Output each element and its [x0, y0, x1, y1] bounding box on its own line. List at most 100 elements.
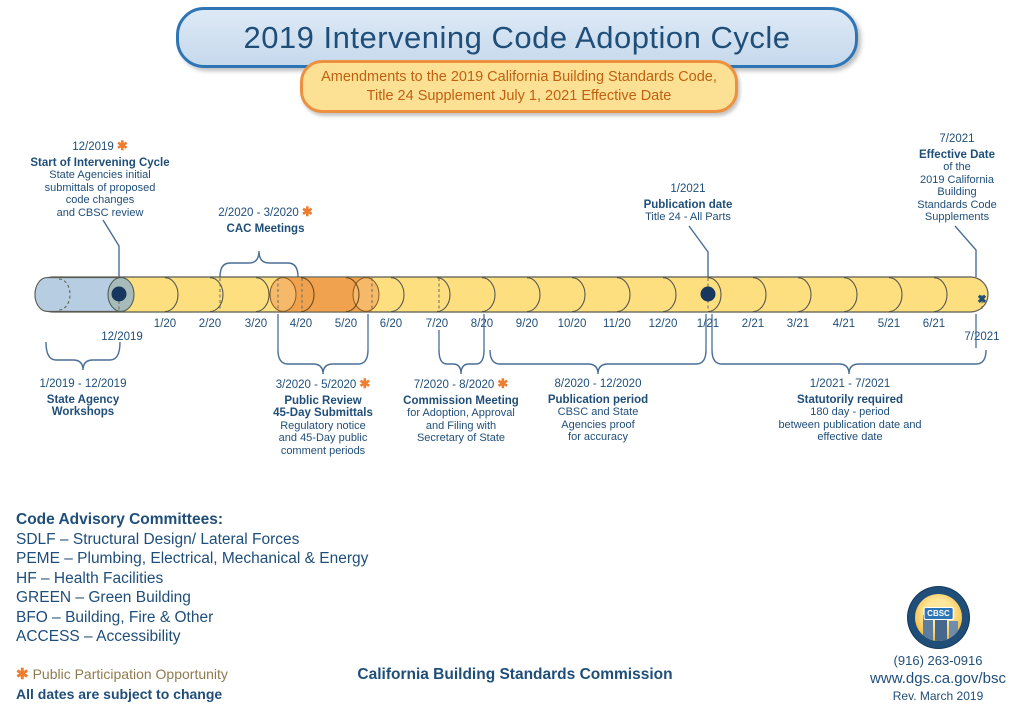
committee-item-green: GREEN – Green Building	[16, 589, 191, 606]
date-text: 1/2021 - 7/2021	[809, 378, 891, 390]
milestone-dot-start	[111, 286, 127, 302]
leader-lines	[102, 219, 977, 289]
brace-public-review	[277, 349, 369, 375]
annotation-commission-meeting: 7/2020 - 8/2020✱ Commission Meeting for …	[385, 377, 537, 445]
month-label: 8/20	[471, 318, 493, 330]
contact-block: (916) 263-0916 www.dgs.ca.gov/bsc Rev. M…	[858, 653, 1016, 703]
month-boundary-arcs	[164, 277, 948, 313]
annotation-body: State Agencies initial submittals of pro…	[44, 169, 156, 219]
annotation-title: Statutorily required	[796, 393, 904, 406]
tube-orange-phase	[269, 277, 380, 313]
leader-start-of-cycle	[102, 219, 120, 289]
committee-item-peme: PEME – Plumbing, Electrical, Mechanical …	[16, 550, 369, 567]
page-title: 2019 Intervening Code Adoption Cycle	[176, 7, 858, 68]
milestone-dot-publication	[700, 286, 716, 302]
annotation-effective-date: 7/2021 Effective Date of the 2019 Califo…	[887, 133, 1016, 224]
month-label: 7/2021	[964, 331, 999, 343]
annotation-body: for Adoption, Approval and Filing with S…	[407, 407, 515, 444]
brace-publication-period	[489, 349, 707, 375]
annotation-title: Start of Intervening Cycle	[30, 156, 170, 169]
month-label: 3/20	[245, 318, 267, 330]
month-label: 5/21	[878, 318, 900, 330]
annotation-statutory-period: 1/2021 - 7/2021 Statutorily required 180…	[756, 378, 944, 444]
annotation-state-agency-workshops: 1/2019 - 12/2019 State Agency Workshops	[12, 378, 154, 419]
leader-publication-date	[688, 225, 709, 277]
brace-cac-meetings	[219, 250, 299, 278]
annotation-title: Publication date	[643, 198, 733, 211]
month-label: 7/20	[426, 318, 448, 330]
annotation-body: 180 day - period between publication dat…	[778, 406, 922, 443]
month-label: 11/20	[603, 318, 631, 330]
annotation-date: 7/2021	[887, 133, 1016, 146]
participation-legend: ✱Public Participation Opportunity	[16, 665, 228, 683]
annotation-publication-period: 8/2020 - 12/2020 Publication period CBSC…	[527, 378, 669, 444]
annotation-date: 1/2021 - 7/2021	[756, 378, 944, 391]
annotation-date: 12/2019✱	[20, 138, 180, 154]
date-text: 2/2020 - 3/2020	[218, 207, 299, 219]
end-x-marker: ✖	[977, 294, 987, 306]
cbsc-logo-acronym: CBSC	[923, 607, 954, 620]
committees-heading: Code Advisory Committees:	[16, 511, 223, 528]
leader-effective-date	[954, 225, 977, 277]
annotation-title: Effective Date	[918, 148, 996, 161]
month-label: 12/20	[649, 318, 678, 330]
month-label: 2/20	[199, 318, 221, 330]
committee-item-bfo: BFO – Building, Fire & Other	[16, 608, 214, 626]
month-label: 6/21	[923, 318, 945, 330]
month-label: 6/20	[380, 318, 402, 330]
month-label: 10/20	[558, 318, 587, 330]
participation-text: Public Participation Opportunity	[32, 666, 228, 682]
annotation-public-review: 3/2020 - 5/2020✱ Public Review 45-Day Su…	[253, 376, 393, 457]
brace-risers	[277, 314, 977, 350]
month-label: 12/2019	[101, 331, 143, 343]
organization-name: California Building Standards Commission	[357, 666, 673, 683]
annotation-title: Public Review 45-Day Submittals	[273, 394, 373, 420]
annotation-date: 2/2020 - 3/2020✱	[193, 204, 338, 220]
phone-number: (916) 263-0916	[893, 653, 983, 668]
committee-item-hf: HF – Health Facilities	[16, 569, 164, 587]
annotation-date: 7/2020 - 8/2020✱	[385, 377, 537, 392]
date-text: 12/2019	[72, 141, 114, 153]
date-text: 8/2020 - 12/2020	[554, 378, 642, 390]
month-label: 2/21	[742, 318, 764, 330]
month-label: 1/20	[154, 318, 176, 330]
committee-item-sdlf: SDLF – Structural Design/ Lateral Forces	[16, 530, 300, 548]
building-icon	[949, 621, 958, 641]
date-text: 3/2020 - 5/2020	[275, 379, 357, 391]
dates-subject-to-change-note: All dates are subject to change	[16, 686, 223, 702]
public-participation-asterisk-icon: ✱	[16, 666, 29, 683]
page-subtitle: Amendments to the 2019 California Buildi…	[300, 60, 738, 113]
building-icon	[923, 615, 933, 641]
brace-state-agency-workshops	[45, 341, 121, 371]
website-link[interactable]: www.dgs.ca.gov/bsc	[870, 670, 1006, 687]
annotation-date: 1/2019 - 12/2019	[12, 378, 154, 391]
annotation-body: of the 2019 California Building Standard…	[917, 161, 997, 223]
annotation-date: 3/2020 - 5/2020✱	[253, 376, 393, 392]
annotation-start-of-cycle: 12/2019✱ Start of Intervening Cycle Stat…	[20, 138, 180, 219]
period-braces	[45, 341, 987, 375]
date-text: 1/2021	[670, 183, 706, 195]
annotation-title: Publication period	[547, 393, 649, 406]
public-participation-asterisk-icon: ✱	[116, 138, 128, 153]
public-participation-asterisk-icon: ✱	[359, 376, 371, 391]
month-label: 3/21	[787, 318, 809, 330]
month-label: 5/20	[335, 318, 357, 330]
date-text: 7/2021	[939, 133, 975, 145]
committee-item-access: ACCESS – Accessibility	[16, 628, 181, 645]
annotation-body: Regulatory notice and 45-Day public comm…	[278, 419, 368, 457]
brace-statutory-period	[711, 349, 987, 375]
month-label: 1/21	[697, 318, 719, 330]
annotation-body: Title 24 - All Parts	[645, 211, 731, 223]
annotation-cac-meetings: 2/2020 - 3/2020✱ CAC Meetings	[193, 204, 338, 235]
brace-commission-meeting	[438, 349, 485, 375]
month-labels: 12/2019 1/20 2/20 3/20 4/20 5/20 6/20 7/…	[101, 318, 999, 343]
month-label: 4/21	[833, 318, 855, 330]
public-participation-asterisk-icon: ✱	[301, 204, 313, 219]
annotation-publication-date: 1/2021 Publication date Title 24 - All P…	[613, 183, 763, 224]
cbsc-logo: CBSC	[908, 587, 969, 648]
date-text: 7/2020 - 8/2020	[413, 379, 495, 391]
month-label: 4/20	[290, 318, 312, 330]
annotation-title: CAC Meetings	[226, 222, 305, 235]
